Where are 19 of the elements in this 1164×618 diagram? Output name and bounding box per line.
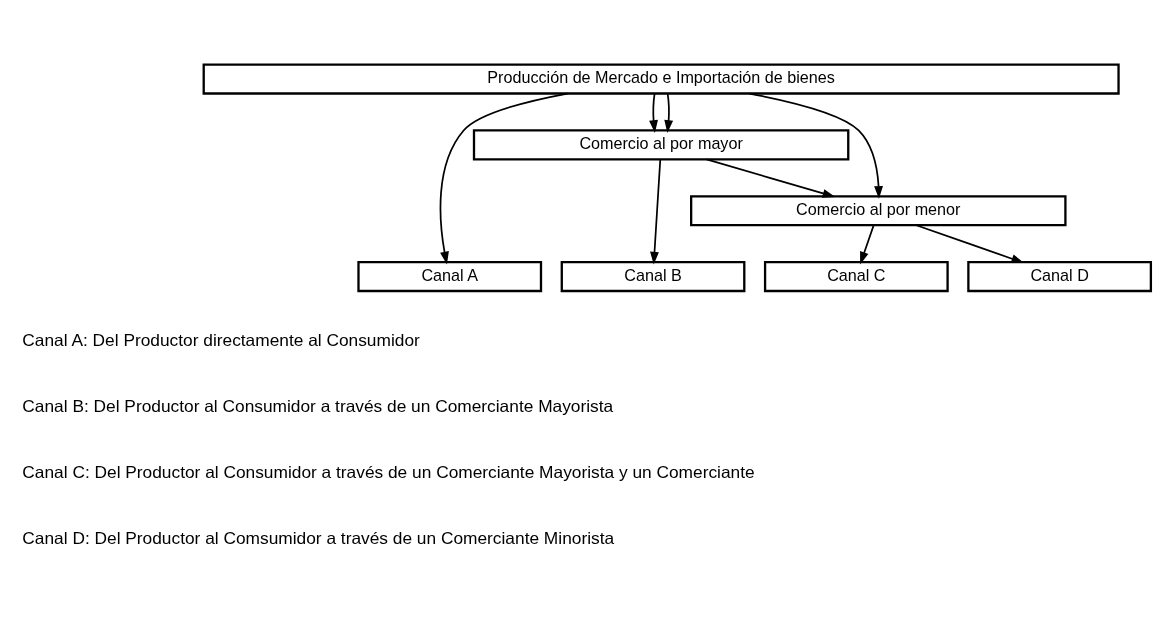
node-box: Comercio al por mayor [472, 128, 850, 160]
node-box: Canal B [560, 260, 746, 292]
node-box: Comercio al por menor [690, 194, 1067, 226]
node-box: Producción de Mercado e Importación de bienes [202, 62, 1120, 95]
node-box: Canal D [967, 260, 1153, 292]
node-box: Canal C [763, 260, 949, 292]
node-box: Canal A [357, 260, 543, 292]
arrow [860, 224, 875, 264]
arrow [748, 92, 884, 199]
arrow [649, 92, 658, 133]
label: Canal D: Del Productor al Comsumidor a través de un Comerciante Minorista [22, 527, 615, 548]
arrow [915, 223, 1025, 263]
arrow [664, 92, 674, 133]
arrow [439, 92, 569, 264]
arrow [650, 158, 662, 265]
arrow [705, 158, 836, 198]
label: Canal C: Del Productor al Consumidor a través de un Comerciante Mayorista y un Comerciante [22, 461, 755, 482]
label: Canal A: Del Productor directamente al Consumidor [22, 329, 420, 350]
label: Canal B: Del Productor al Consumidor a través de un Comerciante Mayorista [22, 395, 614, 416]
